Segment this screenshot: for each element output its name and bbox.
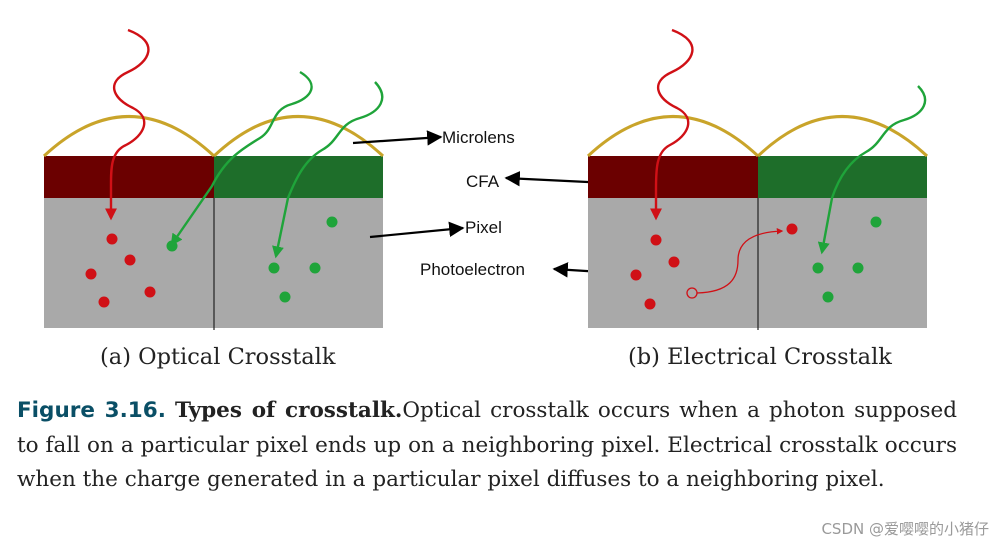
microlens-label: Microlens <box>442 128 515 147</box>
photoelectron <box>268 262 280 274</box>
microlens-arrow <box>352 130 443 146</box>
green-photon-crosstalk <box>170 70 313 246</box>
electron-diffusion-path <box>696 227 784 294</box>
photoelectron <box>812 262 824 274</box>
red-photon-wave <box>650 28 694 221</box>
photoelectrons-red <box>630 223 798 310</box>
photoelectron <box>870 216 882 228</box>
pixel-arrow <box>369 221 465 239</box>
photoelectron <box>98 296 110 308</box>
figure-caption-body: Optical crosstalk occurs when a photon s… <box>17 398 957 492</box>
photoelectron-label: Photoelectron <box>420 260 525 279</box>
pixel-right <box>758 198 927 328</box>
photoelectron <box>166 240 178 252</box>
photoelectron <box>668 256 680 268</box>
photoelectron <box>650 234 662 246</box>
panel-a-caption: (a) Optical Crosstalk <box>100 344 336 370</box>
cfa-red-filter <box>44 156 214 198</box>
photoelectron <box>144 286 156 298</box>
figure-caption: Figure 3.16. Types of crosstalk.Optical … <box>17 394 957 498</box>
photoelectron <box>630 269 642 281</box>
photoelectron <box>786 223 798 235</box>
pixel-right <box>214 198 383 328</box>
csdn-watermark: CSDN @爱嘤嘤的小猪仔 <box>821 520 989 538</box>
photoelectron <box>85 268 97 280</box>
panel-b-caption: (b) Electrical Crosstalk <box>628 344 892 370</box>
red-photon-wave <box>105 28 150 221</box>
photoelectrons-red <box>85 233 156 308</box>
microlens-right <box>756 115 929 158</box>
photoelectron <box>822 291 834 303</box>
microlens-left <box>42 115 216 158</box>
panel-optical-crosstalk: (a) Optical Crosstalk <box>42 28 385 370</box>
photoelectrons-green <box>812 216 882 303</box>
microlens-left <box>586 115 760 158</box>
microlens-right <box>212 115 385 158</box>
panel-electrical-crosstalk: (b) Electrical Crosstalk <box>586 28 929 370</box>
photoelectron <box>279 291 291 303</box>
photoelectron <box>124 254 136 266</box>
photoelectrons-green <box>166 216 338 303</box>
green-photon-wave <box>272 81 384 259</box>
cfa-red-filter <box>588 156 758 198</box>
figure-title: Types of crosstalk. <box>175 398 403 423</box>
green-photon-wave <box>817 85 927 255</box>
photoelectron <box>309 262 321 274</box>
photoelectron <box>326 216 338 228</box>
labels: Microlens CFA Pixel Photoelectron <box>352 128 635 279</box>
pixel-label: Pixel <box>465 218 502 237</box>
photoelectron <box>852 262 864 274</box>
crosstalk-diagram: (a) Optical Crosstalk Microlens CFA Pixe… <box>42 28 929 370</box>
figure-number: Figure 3.16. <box>17 398 166 423</box>
photoelectron <box>106 233 118 245</box>
cfa-label: CFA <box>466 172 500 191</box>
photoelectron <box>644 298 656 310</box>
